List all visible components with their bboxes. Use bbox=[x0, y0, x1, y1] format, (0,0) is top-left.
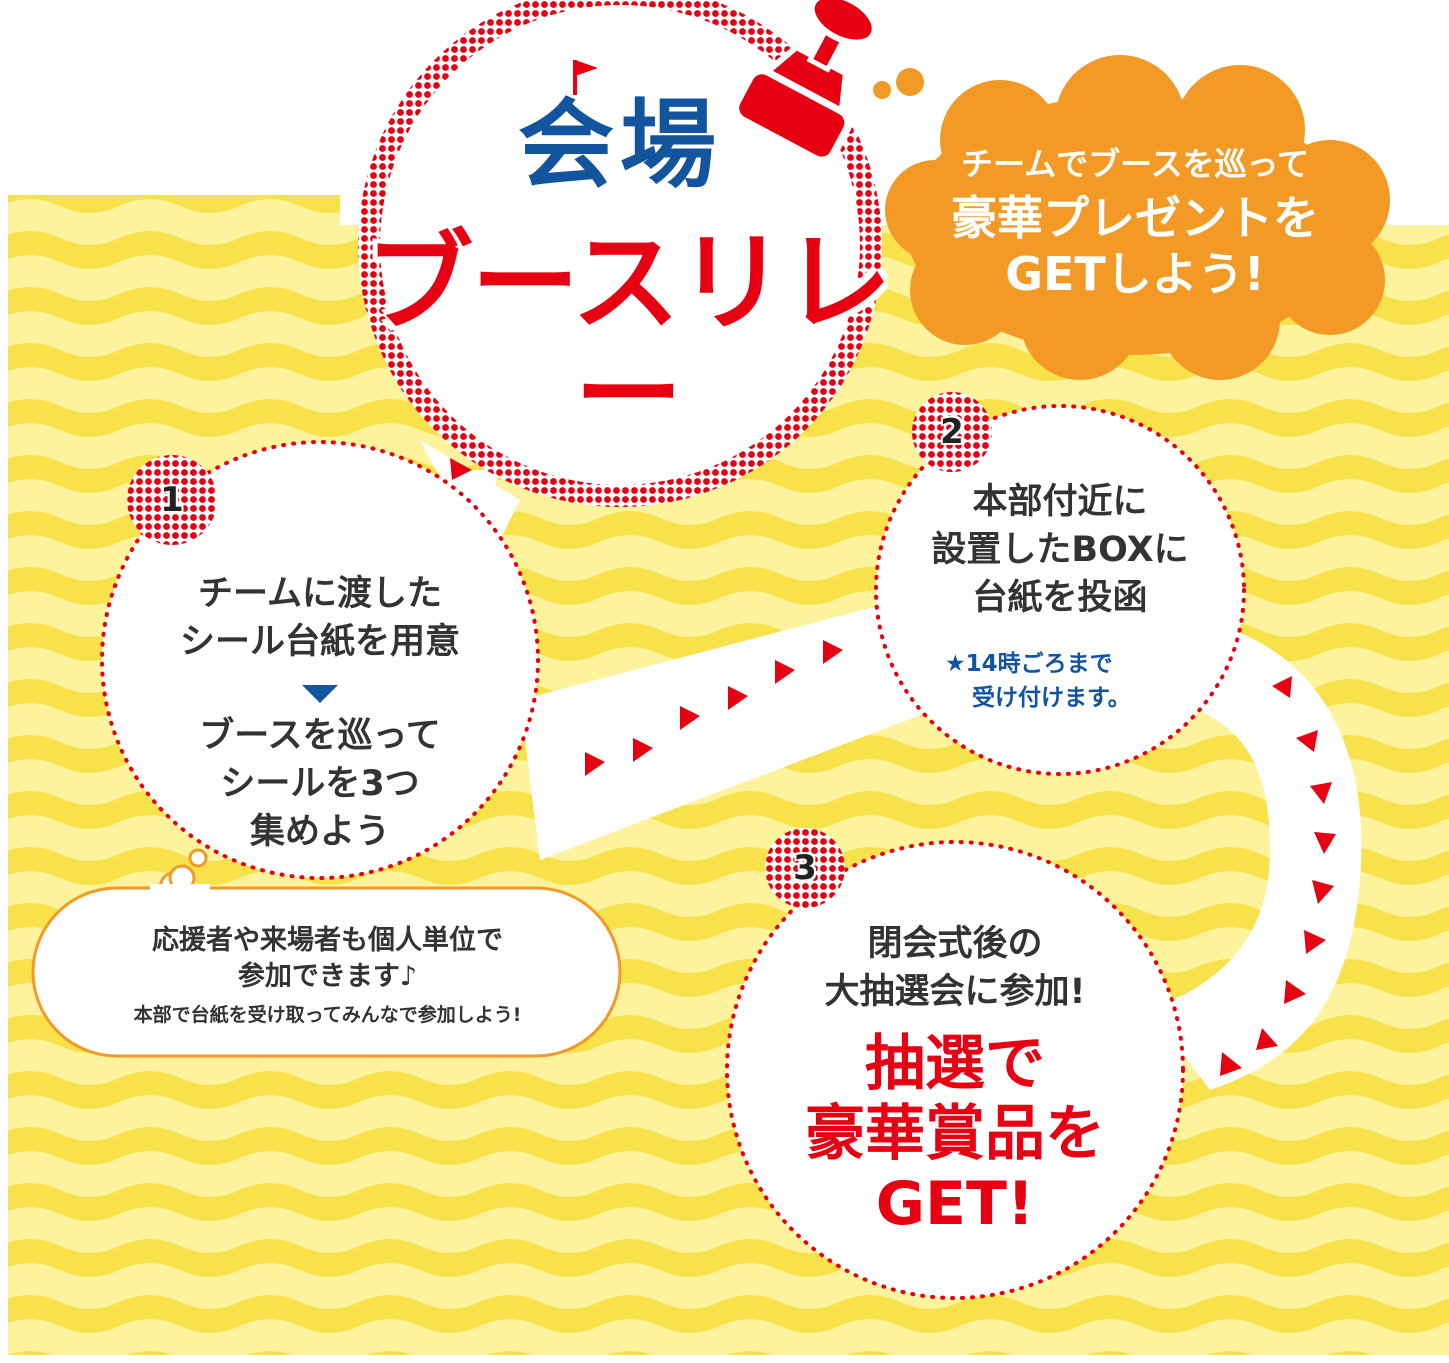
step-1-badge bbox=[127, 455, 217, 545]
bubble-line-2: 参加できます♪ bbox=[237, 961, 418, 992]
step-1-circle bbox=[100, 440, 540, 880]
path-arrow bbox=[585, 752, 605, 776]
step-3-line: 閉会式後の bbox=[867, 924, 1043, 964]
step-3-highlight: 豪華賞品を bbox=[805, 1099, 1105, 1169]
path-arrow bbox=[450, 458, 472, 480]
path-arrows bbox=[450, 458, 1336, 1076]
flag-icon bbox=[573, 60, 598, 95]
step-2-note: ★14時ごろまで bbox=[945, 651, 1113, 677]
step-1-line: シールを3つ bbox=[220, 764, 420, 804]
path-arrow bbox=[1256, 1028, 1278, 1050]
step-2-line: 台紙を投函 bbox=[972, 578, 1148, 618]
intro-line-1: チームでブースを巡って bbox=[961, 145, 1309, 183]
step-2-number: 2 bbox=[940, 412, 964, 452]
step-3-circle bbox=[725, 840, 1185, 1300]
title-line-1: 会場 bbox=[518, 89, 722, 201]
bubble-line-3: 本部で台紙を受け取ってみんなで参加しよう! bbox=[133, 1004, 522, 1026]
path-arrow bbox=[1304, 930, 1326, 954]
step-1-line: シール台紙を用意 bbox=[179, 622, 460, 662]
intro-cloud bbox=[873, 55, 1390, 380]
cloud-dot bbox=[896, 68, 924, 96]
path-arrow bbox=[1312, 880, 1334, 904]
path-arrow bbox=[1296, 730, 1318, 752]
info-bubble bbox=[31, 848, 622, 1058]
path-arrow bbox=[633, 738, 653, 762]
path-arrow bbox=[823, 640, 843, 664]
path-arrow bbox=[1284, 980, 1306, 1004]
path-arrow bbox=[680, 706, 700, 730]
step-3-badge bbox=[765, 828, 845, 908]
intro-line-3: GETしよう! bbox=[1005, 247, 1265, 301]
intro-line-2: 豪華プレゼントを bbox=[951, 191, 1319, 245]
step-3-highlight: 抽選で bbox=[865, 1029, 1045, 1099]
cloud-dot bbox=[873, 81, 891, 99]
step-2-line: 設置したBOXに bbox=[931, 530, 1189, 570]
step-3-number: 3 bbox=[793, 848, 817, 888]
bubble-line-1: 応援者や来場者も個人単位で bbox=[152, 925, 503, 956]
step-2-note: 受け付けます。 bbox=[972, 685, 1131, 711]
step-2-line: 本部付近に bbox=[972, 482, 1148, 522]
path-arrow bbox=[1220, 1052, 1242, 1076]
step-1-line: 集めよう bbox=[249, 812, 390, 852]
title-line-2: ブースリレー bbox=[365, 221, 892, 458]
down-arrow-icon bbox=[302, 685, 338, 703]
step-1-line: ブースを巡って bbox=[199, 716, 441, 756]
step-1-number: 1 bbox=[160, 480, 184, 520]
step-2-badge bbox=[912, 392, 992, 472]
path-arrow bbox=[1314, 832, 1336, 854]
step-3-line: 大抽選会に参加! bbox=[824, 972, 1086, 1012]
path-arrow bbox=[1310, 782, 1332, 804]
path-arrow bbox=[728, 686, 748, 710]
step-3-highlight: GET! bbox=[875, 1169, 1035, 1239]
path-arrow bbox=[775, 660, 795, 684]
path-arrow bbox=[1272, 676, 1292, 698]
step-2-circle bbox=[874, 404, 1246, 776]
step-1-line: チームに渡した bbox=[198, 574, 442, 614]
stamp-icon bbox=[731, 0, 878, 165]
